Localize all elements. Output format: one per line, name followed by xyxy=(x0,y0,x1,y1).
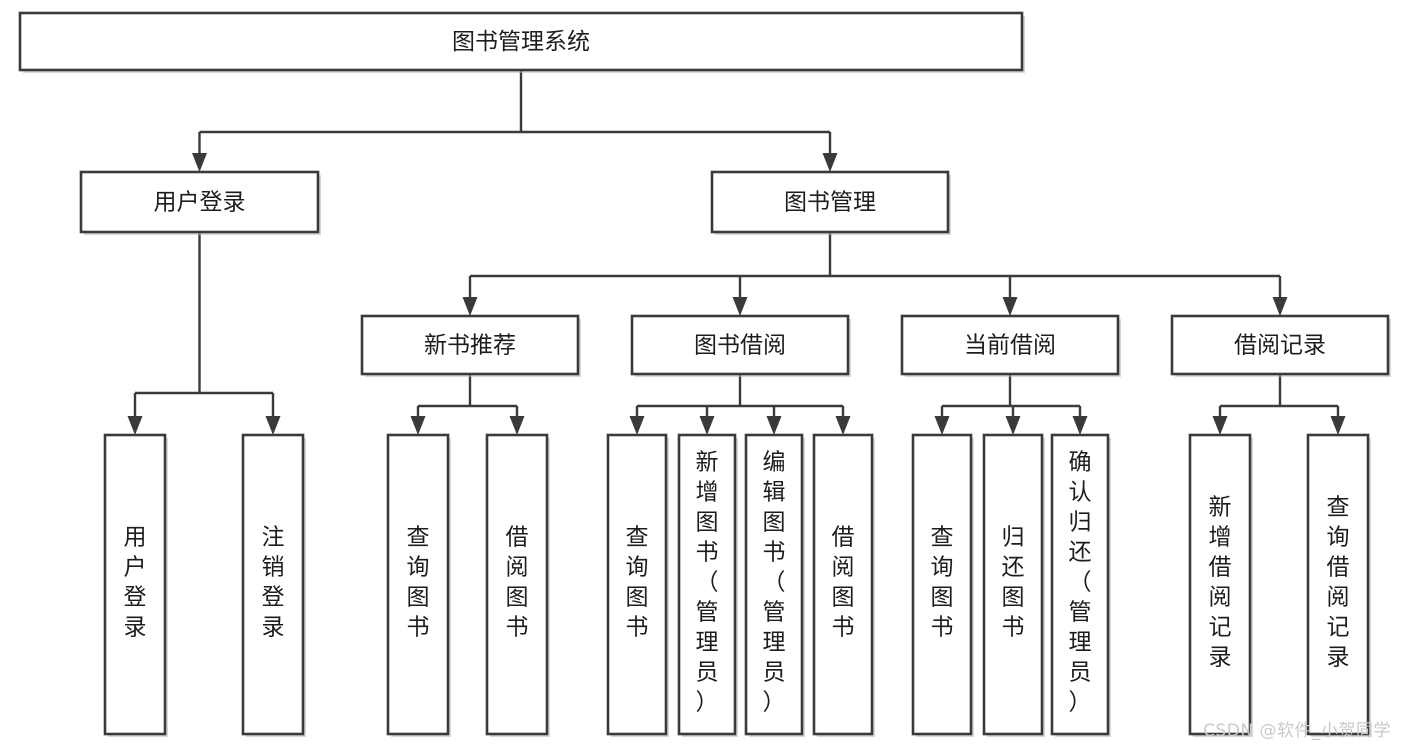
arrow-head-icon xyxy=(1005,416,1021,435)
node-box[interactable] xyxy=(1050,433,1110,736)
conn-book-borrow-to-leaves xyxy=(629,374,851,435)
node-label: 新增图书（管理员） xyxy=(696,450,719,716)
node-box[interactable] xyxy=(606,433,668,736)
node-label: 查询图书 xyxy=(407,525,430,641)
node-label: 图书借阅 xyxy=(694,333,786,359)
node-label: 注销登录 xyxy=(262,525,285,641)
arrow-head-icon xyxy=(766,416,782,435)
node-box[interactable] xyxy=(812,433,874,736)
node-label: 借阅记录 xyxy=(1234,333,1326,359)
arrow-head-icon xyxy=(1330,416,1346,435)
node-label: 借阅图书 xyxy=(832,525,855,641)
node-label: 用户登录 xyxy=(124,525,147,641)
connector-layer xyxy=(127,70,1346,435)
node-label: 图书管理系统 xyxy=(452,29,590,55)
node-label: 查询图书 xyxy=(626,525,649,641)
node-leaf-user-login[interactable]: 用户登录 xyxy=(103,433,168,737)
node-book-borrow[interactable]: 图书借阅 xyxy=(630,314,851,377)
arrow-head-icon xyxy=(192,153,207,172)
node-box[interactable] xyxy=(982,433,1044,736)
node-leaf-query-book-current[interactable]: 查询图书 xyxy=(911,433,974,737)
node-label: 归还图书 xyxy=(1002,525,1025,641)
arrow-head-icon xyxy=(509,416,525,435)
conn-user-login-to-leaves xyxy=(127,232,281,435)
node-box[interactable] xyxy=(360,314,580,376)
node-leaf-add-book-admin[interactable]: 新增图书（管理员） xyxy=(677,433,738,737)
arrow-head-icon xyxy=(835,416,851,435)
node-box[interactable] xyxy=(241,433,305,736)
node-leaf-query-borrow-record[interactable]: 查询借阅记录 xyxy=(1306,433,1371,737)
node-leaf-borrow-book[interactable]: 借阅图书 xyxy=(812,433,875,737)
node-label: 借阅图书 xyxy=(506,525,529,641)
conn-book-management-to-level3 xyxy=(462,232,1288,316)
arrow-head-icon xyxy=(1272,297,1288,316)
node-root[interactable]: 图书管理系统 xyxy=(18,11,1025,73)
node-user-login[interactable]: 用户登录 xyxy=(79,170,321,235)
conn-borrow-records-to-leaves xyxy=(1212,374,1346,435)
arrow-head-icon xyxy=(822,153,838,172)
node-leaf-query-book-recommend[interactable]: 查询图书 xyxy=(386,433,451,737)
node-label: 图书管理 xyxy=(784,190,876,216)
node-box[interactable] xyxy=(485,433,549,736)
conn-root-to-level2 xyxy=(192,70,838,172)
node-leaf-return-book[interactable]: 归还图书 xyxy=(982,433,1045,737)
arrow-head-icon xyxy=(1002,297,1018,316)
node-label: 查询借阅记录 xyxy=(1327,495,1350,671)
node-label: 新书推荐 xyxy=(424,333,516,359)
node-box[interactable] xyxy=(911,433,973,736)
conn-current-borrow-to-leaves xyxy=(934,374,1088,435)
node-label: 用户登录 xyxy=(154,190,246,216)
node-leaf-edit-book-admin[interactable]: 编辑图书（管理员） xyxy=(744,433,805,737)
arrow-head-icon xyxy=(732,297,748,316)
arrow-head-icon xyxy=(699,416,715,435)
arrow-head-icon xyxy=(934,416,950,435)
node-box[interactable] xyxy=(103,433,167,736)
node-leaf-confirm-return-admin[interactable]: 确认归还（管理员） xyxy=(1050,433,1111,737)
node-label: 编辑图书（管理员） xyxy=(763,450,786,716)
arrow-head-icon xyxy=(265,416,281,435)
node-box[interactable] xyxy=(79,170,320,234)
node-box[interactable] xyxy=(677,433,737,736)
arrow-head-icon xyxy=(1072,416,1088,435)
node-leaf-borrow-book-recommend[interactable]: 借阅图书 xyxy=(485,433,550,737)
node-box[interactable] xyxy=(710,170,950,234)
node-new-book-recommend[interactable]: 新书推荐 xyxy=(360,314,581,377)
arrow-head-icon xyxy=(1212,416,1228,435)
csdn-watermark: CSDN @软件_小贺同学 xyxy=(1203,721,1391,741)
node-box[interactable] xyxy=(900,314,1120,376)
node-layer: 图书管理系统用户登录图书管理新书推荐图书借阅当前借阅借阅记录用户登录注销登录查询… xyxy=(18,11,1391,737)
node-box[interactable] xyxy=(1188,433,1252,736)
node-box[interactable] xyxy=(1170,314,1390,376)
node-leaf-query-book-borrow[interactable]: 查询图书 xyxy=(606,433,669,737)
node-book-management[interactable]: 图书管理 xyxy=(710,170,951,235)
arrow-head-icon xyxy=(462,297,478,316)
conn-new-book-recommend-to-leaves xyxy=(410,374,525,435)
node-box[interactable] xyxy=(386,433,450,736)
node-box[interactable] xyxy=(18,11,1024,72)
node-label: 确认归还（管理员） xyxy=(1069,450,1092,716)
node-label: 查询图书 xyxy=(931,525,954,641)
node-box[interactable] xyxy=(744,433,804,736)
node-borrow-records[interactable]: 借阅记录 xyxy=(1170,314,1391,377)
node-box[interactable] xyxy=(1306,433,1370,736)
node-label: 当前借阅 xyxy=(964,333,1056,359)
arrow-head-icon xyxy=(629,416,645,435)
node-box[interactable] xyxy=(630,314,850,376)
node-leaf-logout-login[interactable]: 注销登录 xyxy=(241,433,306,737)
arrow-head-icon xyxy=(127,416,143,435)
arrow-head-icon xyxy=(410,416,426,435)
node-leaf-add-borrow-record[interactable]: 新增借阅记录 xyxy=(1188,433,1253,737)
node-current-borrow[interactable]: 当前借阅 xyxy=(900,314,1121,377)
node-label: 新增借阅记录 xyxy=(1209,495,1232,671)
